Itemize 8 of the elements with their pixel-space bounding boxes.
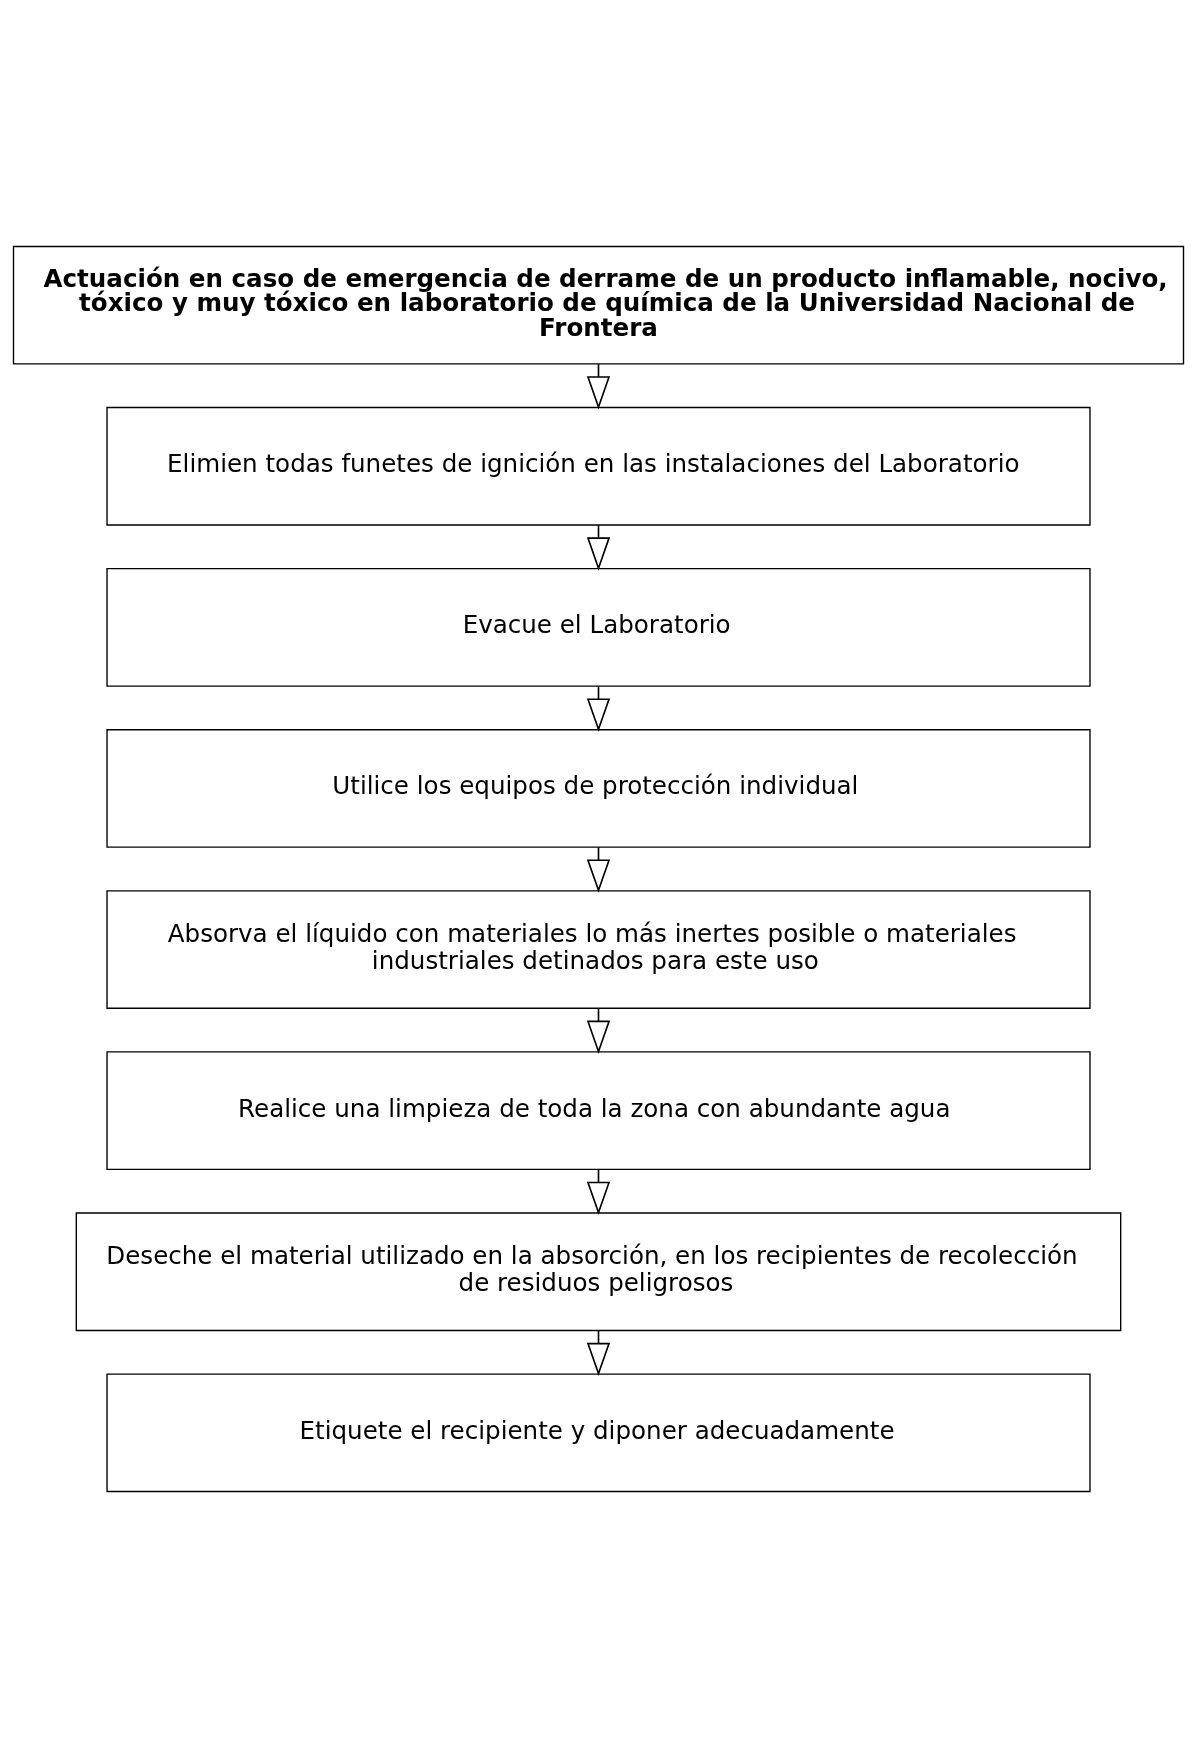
node-box: Deseche el material utilizado en la absorción, en los recipientes de recolección de residuos peligrosos	[75, 1211, 1122, 1331]
node-box: Elimien todas funetes de ignición en las instalaciones del Laboratorio	[106, 406, 1091, 526]
node-box: Absorva el líquido con materiales lo más inertes posible o materiales industriales detinados para este uso	[106, 889, 1091, 1009]
node-box: Etiquete el recipiente y diponer adecuadamente	[106, 1372, 1091, 1492]
node-box: Realice una limpieza de toda la zona con abundante agua	[106, 1050, 1091, 1170]
node-box: Evacue el Laboratorio	[106, 567, 1091, 687]
node-box: Actuación en caso de emergencia de derrame de un producto inflamable, nocivo, tóxico y muy tóxico en laboratorio de química de la Universidad Nacional de Frontera	[12, 245, 1185, 365]
node-box: Utilice los equipos de protección individual	[106, 728, 1091, 848]
